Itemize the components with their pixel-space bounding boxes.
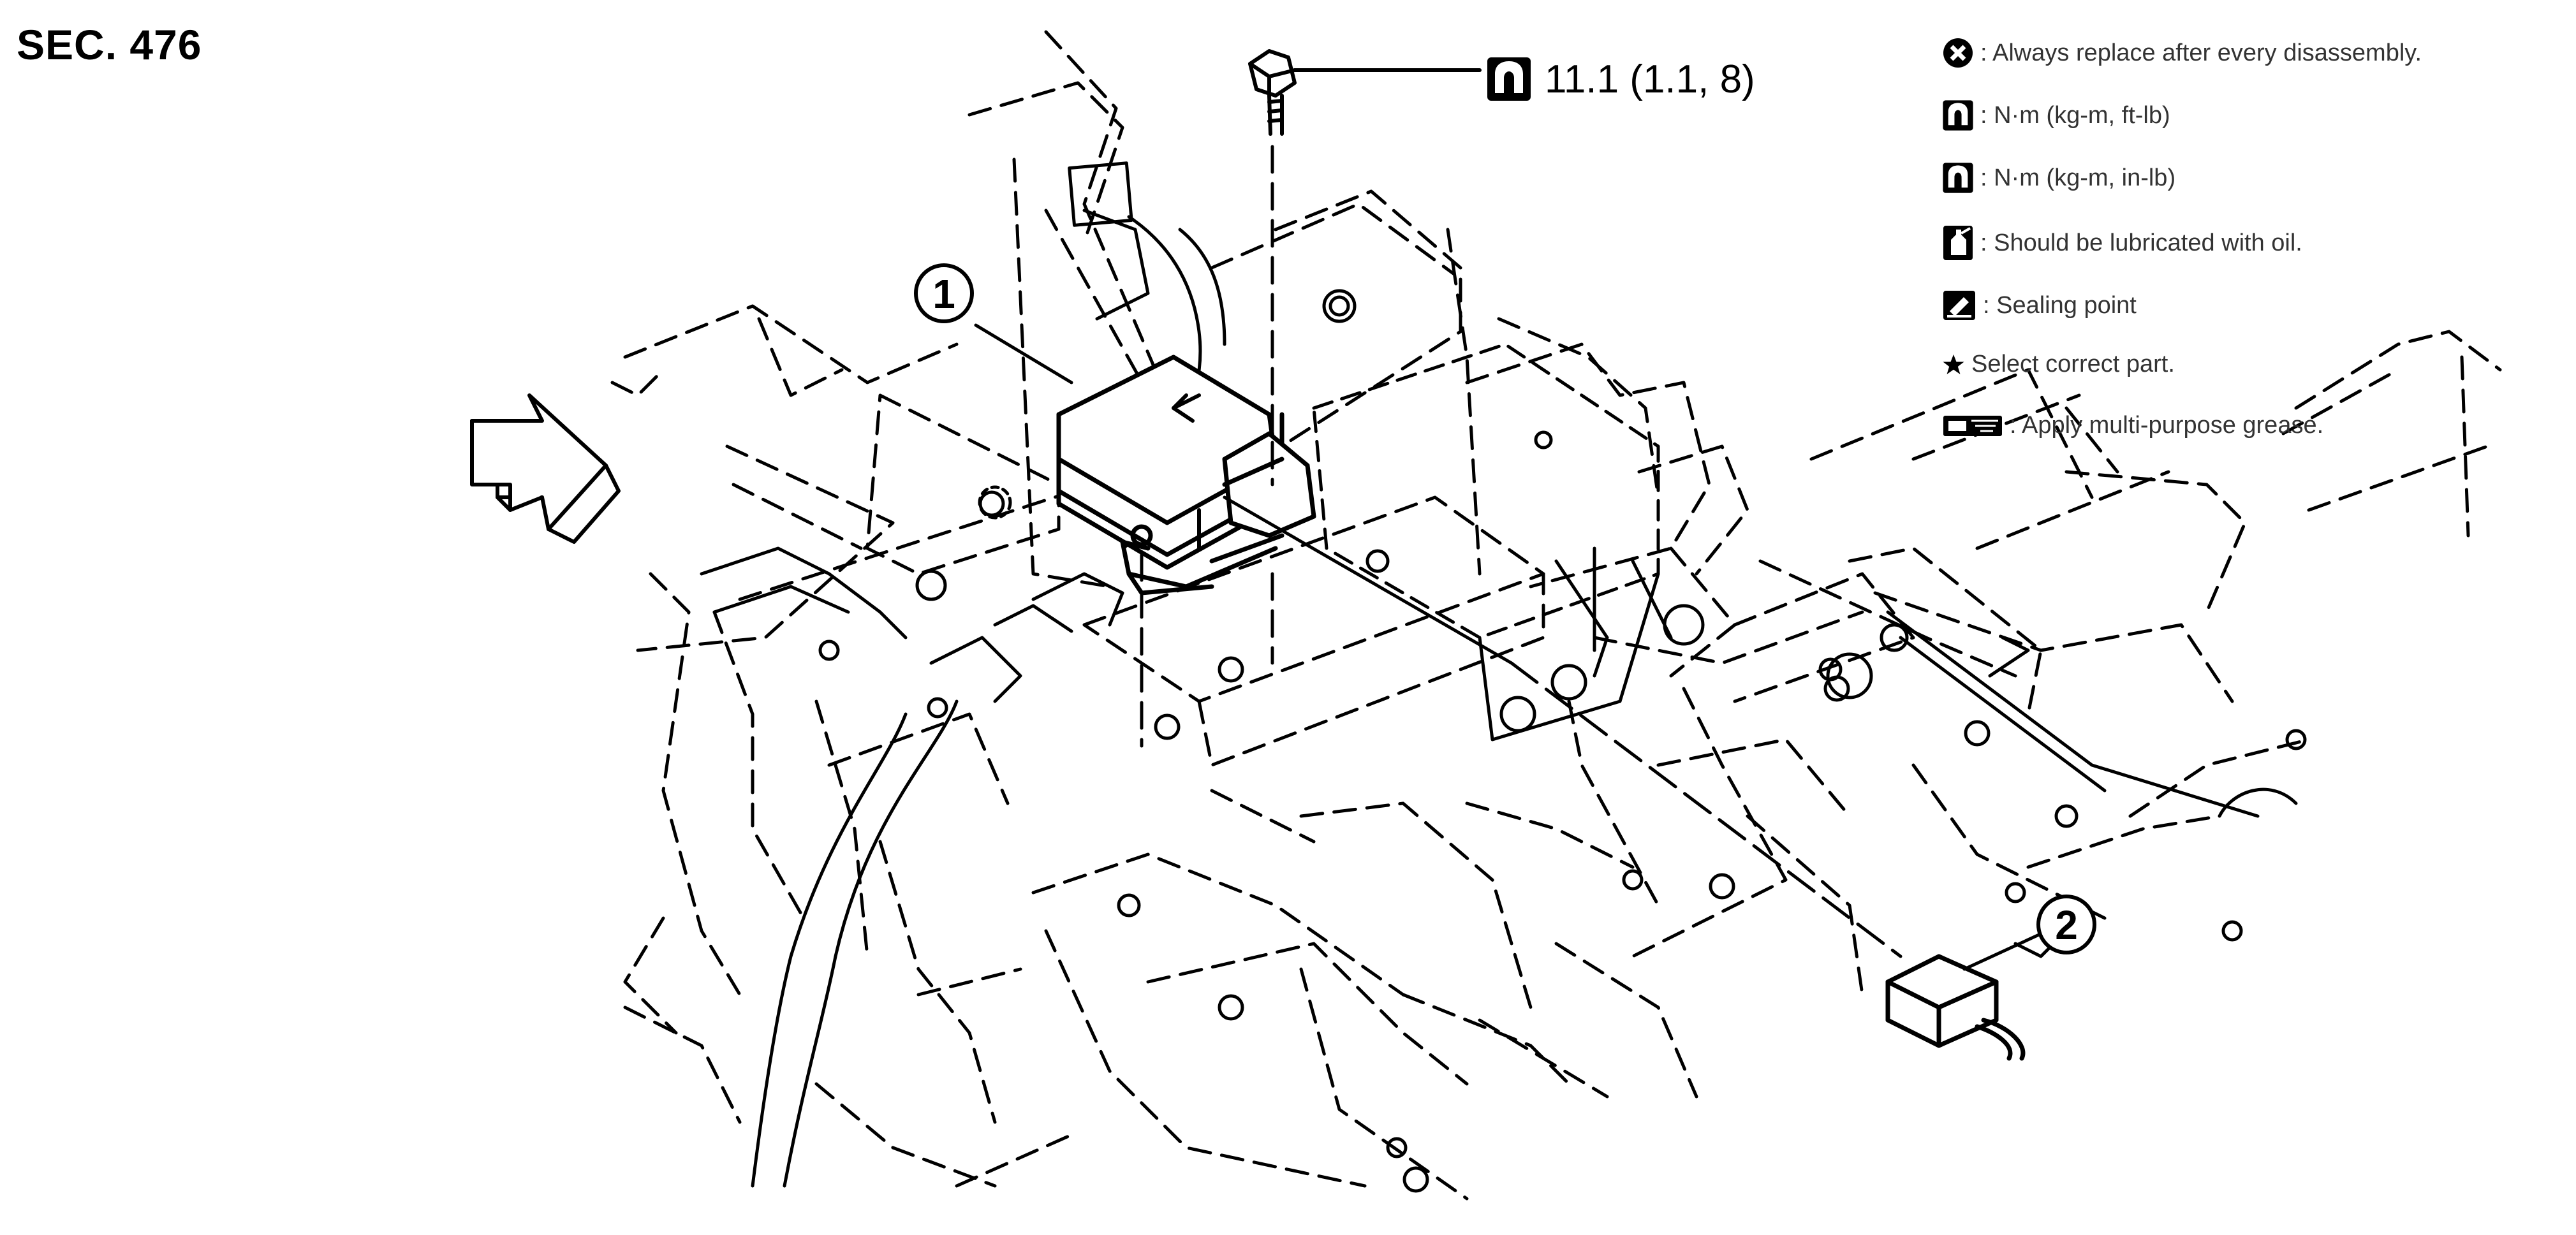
legend-text-sealing: : Sealing point (1983, 291, 2137, 319)
legend-text-select-part: Select correct part. (1971, 351, 2175, 377)
section-number: SEC. 476 (17, 21, 202, 68)
legend-item-select-part: Select correct part. (1942, 351, 2175, 378)
legend-item-always-replace: : Always replace after every disassembly… (1942, 37, 2422, 69)
torque-wrench-ft-lb-icon (1487, 57, 1531, 101)
front-direction-arrow (470, 393, 621, 544)
torque-ft-lb-icon (1943, 100, 1973, 131)
callout-circle-1 (914, 263, 974, 323)
chassis-details (700, 161, 2307, 1193)
legend-item-torque-in-lb: : N·m (kg-m, in-lb) (1942, 162, 2175, 194)
legend-text-oil: : Should be lubricated with oil. (1980, 229, 2302, 256)
torque-value: 11.1 (1.1, 8) (1545, 57, 1755, 101)
part-2-sensor (1885, 954, 2026, 1061)
grease-icon (1943, 415, 2002, 436)
bolt (1248, 49, 1482, 136)
legend-item-oil: : Should be lubricated with oil. (1942, 224, 2302, 261)
legend-text-torque-in-lb: : N·m (kg-m, in-lb) (1980, 164, 2176, 191)
torque-in-lb-icon (1943, 163, 1973, 193)
legend-text-torque-ft-lb: : N·m (kg-m, ft-lb) (1980, 101, 2170, 129)
sealing-point-icon (1943, 291, 1975, 320)
legend-item-torque-ft-lb: : N·m (kg-m, ft-lb) (1942, 99, 2170, 131)
legend-text-grease: : Apply multi-purpose grease. (2010, 412, 2324, 439)
oil-can-icon (1943, 226, 1973, 260)
legend-text-always-replace: : Always replace after every disassembly… (1980, 39, 2422, 66)
callout-1-label: 1 (932, 271, 955, 317)
chassis-outline (610, 30, 2502, 1201)
part-1-sensor (1056, 354, 1316, 596)
torque-callout: 11.1 (1.1, 8) (1486, 56, 1755, 102)
callout-circle-2 (2036, 895, 2096, 954)
leader-lines (974, 145, 2062, 971)
legend-item-grease: : Apply multi-purpose grease. (1942, 412, 2323, 439)
always-replace-icon (1943, 38, 1973, 68)
star-icon (1943, 354, 1964, 374)
legend-item-sealing: : Sealing point (1942, 289, 2137, 321)
callout-2-label: 2 (2055, 902, 2078, 948)
